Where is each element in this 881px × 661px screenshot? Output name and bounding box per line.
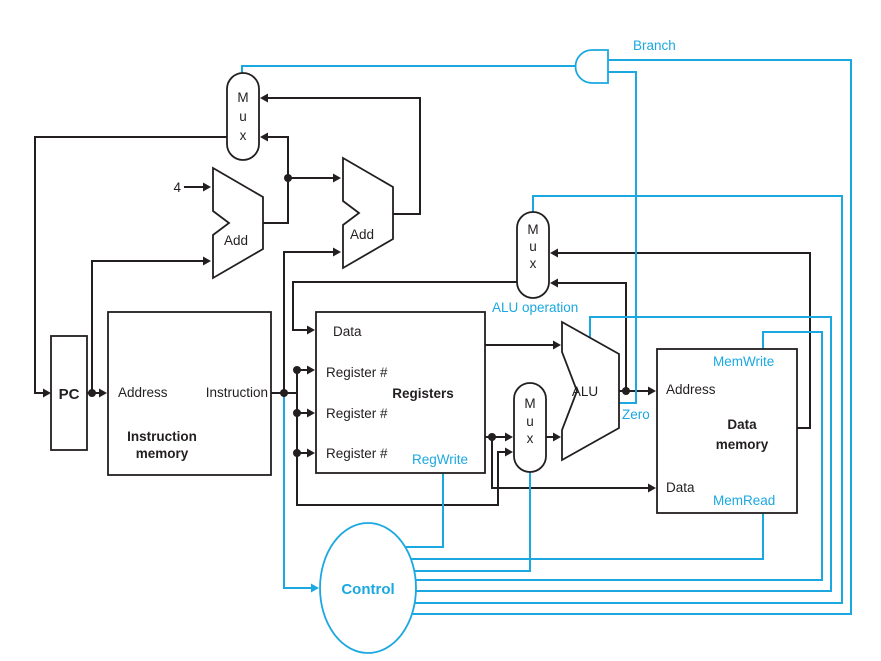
dmem-title-line1: Data <box>727 417 757 432</box>
imem-title-line2: memory <box>136 446 189 461</box>
pc-mux-letter-x: x <box>240 128 247 143</box>
registers-regnum1-port: Register # <box>326 365 388 380</box>
registers-data-port: Data <box>333 324 362 339</box>
imem-title-line1: Instruction <box>127 429 197 444</box>
wire-pcmux-to-pc <box>34 136 227 394</box>
wire-dmem-to-wbmux <box>557 252 811 429</box>
wire-alu-operation <box>400 316 832 592</box>
junction-reg3 <box>293 449 301 457</box>
alusrc-mux-letter-m: M <box>524 396 535 411</box>
wire-memwrite <box>400 331 823 581</box>
alusrc-mux-letter-x: x <box>527 431 534 446</box>
wire-branch <box>400 59 852 615</box>
wire-alu-to-wbmux <box>557 282 627 391</box>
branch-label: Branch <box>633 38 676 53</box>
imem-address-port: Address <box>118 385 168 400</box>
zero-label: Zero <box>622 407 650 422</box>
add1-label: Add <box>224 233 248 248</box>
junction-add1-out <box>284 174 292 182</box>
registers-regnum3-port: Register # <box>326 446 388 461</box>
wire-wbmux-select <box>400 195 843 604</box>
writeback-mux <box>516 211 550 299</box>
wire-zero-to-andgate <box>608 71 637 404</box>
wire-add1-to-pcmux <box>263 136 289 224</box>
control-unit-ellipse <box>319 522 417 654</box>
arrowheads <box>43 93 656 593</box>
alusrc-mux-letter-u: u <box>526 414 534 429</box>
labels: PC Address Instruction Instruction memor… <box>59 38 776 598</box>
pc-mux-letter-u: u <box>239 109 247 124</box>
registers-box <box>315 311 486 474</box>
junction-alu-result <box>622 387 630 395</box>
alu-shape <box>561 320 620 462</box>
control-label: Control <box>341 581 394 598</box>
wire-andgate-to-pcmux-select <box>241 65 575 74</box>
dmem-data-port: Data <box>666 480 695 495</box>
memread-label: MemRead <box>713 493 775 508</box>
memwrite-label: MemWrite <box>713 354 774 369</box>
wire-readdata2-to-dmem <box>491 437 649 489</box>
pc-mux <box>226 72 260 161</box>
wb-mux-letter-x: x <box>530 256 537 271</box>
alu-operation-label: ALU operation <box>492 300 578 315</box>
wire-pc-to-add1 <box>91 260 204 393</box>
wb-mux-letter-u: u <box>529 239 537 254</box>
alu-src-mux <box>513 382 547 473</box>
registers-regnum2-port: Register # <box>326 406 388 421</box>
junction-reg2 <box>293 409 301 417</box>
junction-instruction <box>280 389 288 397</box>
wire-alumux-select <box>400 472 531 572</box>
dmem-address-port: Address <box>666 382 716 397</box>
junction-reg1 <box>293 366 301 374</box>
dmem-title-line2: memory <box>716 437 769 452</box>
regwrite-label: RegWrite <box>412 452 468 467</box>
registers-title: Registers <box>392 386 454 401</box>
data-memory-box <box>656 348 798 514</box>
wire-instruction-to-add2 <box>283 251 334 393</box>
imem-instruction-port: Instruction <box>206 385 268 400</box>
wire-add2-to-pcmux <box>267 97 421 215</box>
control-wires <box>241 59 852 615</box>
pc-box <box>50 335 88 451</box>
add2-label: Add <box>350 227 374 242</box>
alu-label: ALU <box>572 384 598 399</box>
wire-writeback-to-regdata <box>292 281 517 331</box>
wire-regwrite <box>398 473 444 548</box>
const4-label: 4 <box>173 180 181 195</box>
wire-memread <box>400 513 764 560</box>
wire-instruction-to-control <box>283 394 311 589</box>
add1-shape <box>212 166 264 280</box>
component-shapes <box>50 49 798 654</box>
instruction-memory-box <box>107 311 272 476</box>
wb-mux-letter-m: M <box>527 222 538 237</box>
junction-readdata2 <box>488 433 496 441</box>
datapath-wires <box>34 97 811 506</box>
junction-dots <box>88 174 630 457</box>
add2-shape <box>342 156 394 270</box>
branch-and-gate <box>574 49 609 84</box>
pc-label: PC <box>59 386 80 403</box>
pc-mux-letter-m: M <box>237 90 248 105</box>
junction-pc-out <box>88 389 96 397</box>
wire-instruction-to-alumux <box>296 370 506 506</box>
